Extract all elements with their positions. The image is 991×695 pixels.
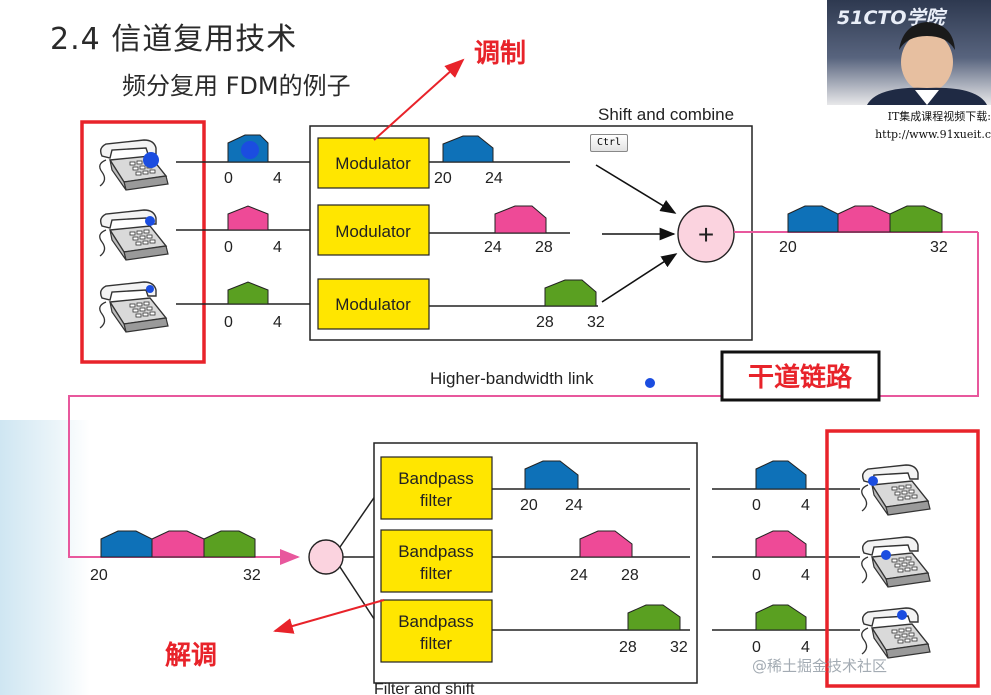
tick-label: 4: [273, 314, 282, 331]
phone-icon: [99, 209, 169, 261]
tick-label: 32: [587, 314, 605, 331]
caption-line-1: IT集成课程视频下载:: [887, 110, 991, 123]
band-green: [755, 604, 807, 631]
band-blue: [524, 460, 579, 490]
cursor-dot: [145, 216, 155, 226]
trunk-link-box: [720, 350, 881, 402]
filter-shift-label: Filter and shift: [374, 681, 475, 695]
phone-icon: [861, 464, 931, 516]
tick-label: 28: [619, 639, 637, 656]
band-green: [227, 281, 269, 305]
tick-label: 0: [752, 567, 761, 584]
caption-line-2: http://www.91xueit.c: [875, 128, 991, 141]
band-pink: [151, 530, 205, 558]
tick-label: 0: [752, 497, 761, 514]
link-label: Higher-bandwidth link: [430, 369, 594, 388]
cursor-dot: [897, 610, 907, 620]
modulator-block: [317, 137, 430, 189]
phone-icon: [99, 139, 169, 191]
tick-label: 28: [621, 567, 639, 584]
watermark: @稀土掘金技术社区: [752, 657, 888, 675]
tick-label: 24: [570, 567, 588, 584]
shift-combine-label: Shift and combine: [598, 105, 734, 124]
ctrl-key-badge: Ctrl: [590, 134, 628, 152]
tick-label: 28: [535, 239, 553, 256]
tick-label: 32: [930, 239, 948, 256]
tick-label: 20: [434, 170, 452, 187]
band-green: [889, 205, 943, 233]
plus-sign: +: [698, 219, 714, 250]
filter-label: filter: [420, 564, 452, 583]
slide-subtitle: 频分复用 FDM的例子: [122, 72, 351, 100]
video-thumbnail: 51CTO学院: [827, 0, 991, 105]
tick-label: 0: [224, 239, 233, 256]
cursor-dot: [881, 550, 891, 560]
bandpass-label: Bandpass: [398, 612, 474, 631]
cursor-dot: [645, 378, 655, 388]
tick-label: 4: [273, 170, 282, 187]
cursor-dot: [868, 476, 878, 486]
receiver-phones-highlight: [825, 429, 980, 688]
tick-label: 0: [224, 314, 233, 331]
modulator-label: Modulator: [335, 222, 411, 241]
video-caption: IT集成课程视频下载: http://www.91xueit.c: [827, 108, 991, 144]
bandpass-label: Bandpass: [398, 469, 474, 488]
tick-label: 32: [670, 639, 688, 656]
filter-label: filter: [420, 491, 452, 510]
cursor-dot: [146, 285, 154, 293]
tick-label: 0: [752, 639, 761, 656]
modulation-label: 调制: [474, 38, 526, 68]
tick-label: 32: [243, 567, 261, 584]
phone-icon: [861, 607, 931, 659]
band-blue: [787, 205, 839, 233]
band-green: [627, 604, 681, 631]
band-pink: [494, 205, 547, 234]
bandpass-label: Bandpass: [398, 542, 474, 561]
filter-label: filter: [420, 634, 452, 653]
trunk-link-label: 干道链路: [748, 362, 853, 392]
bandpass-filter-block: [380, 529, 493, 593]
tick-label: 28: [536, 314, 554, 331]
tick-label: 24: [485, 170, 503, 187]
bandpass-filter-block: [380, 456, 493, 520]
band-pink: [837, 205, 891, 233]
demodulation-label: 解调: [165, 640, 217, 670]
cursor-dot: [143, 152, 159, 168]
band-blue: [755, 460, 807, 490]
tick-label: 4: [273, 239, 282, 256]
bandpass-filter-block: [380, 599, 493, 663]
tick-label: 4: [801, 497, 810, 514]
phone-icon: [99, 281, 169, 333]
band-green: [203, 530, 256, 558]
tick-label: 4: [801, 639, 810, 656]
presenter-icon: [867, 22, 987, 105]
tick-label: 24: [484, 239, 502, 256]
band-pink: [579, 530, 633, 558]
combiner-circle: [677, 205, 735, 263]
slide-title: 2.4 信道复用技术: [50, 22, 298, 57]
tick-label: 4: [801, 567, 810, 584]
modulator-label: Modulator: [335, 154, 411, 173]
cursor-dot: [241, 141, 259, 159]
tick-label: 24: [565, 497, 583, 514]
band-green: [544, 279, 597, 307]
phone-icon: [861, 536, 931, 588]
band-pink: [755, 530, 807, 558]
band-pink: [227, 205, 269, 231]
modulator-block: [317, 204, 430, 256]
modulator-block: [317, 278, 430, 330]
modulator-label: Modulator: [335, 295, 411, 314]
band-blue: [100, 530, 153, 558]
band-blue: [442, 135, 494, 163]
tick-label: 0: [224, 170, 233, 187]
sender-phones-highlight: [80, 120, 206, 364]
tick-label: 20: [779, 239, 797, 256]
splitter-circle: [308, 539, 344, 575]
tick-label: 20: [520, 497, 538, 514]
video-logo: 51CTO学院: [837, 7, 945, 29]
tick-label: 20: [90, 567, 108, 584]
